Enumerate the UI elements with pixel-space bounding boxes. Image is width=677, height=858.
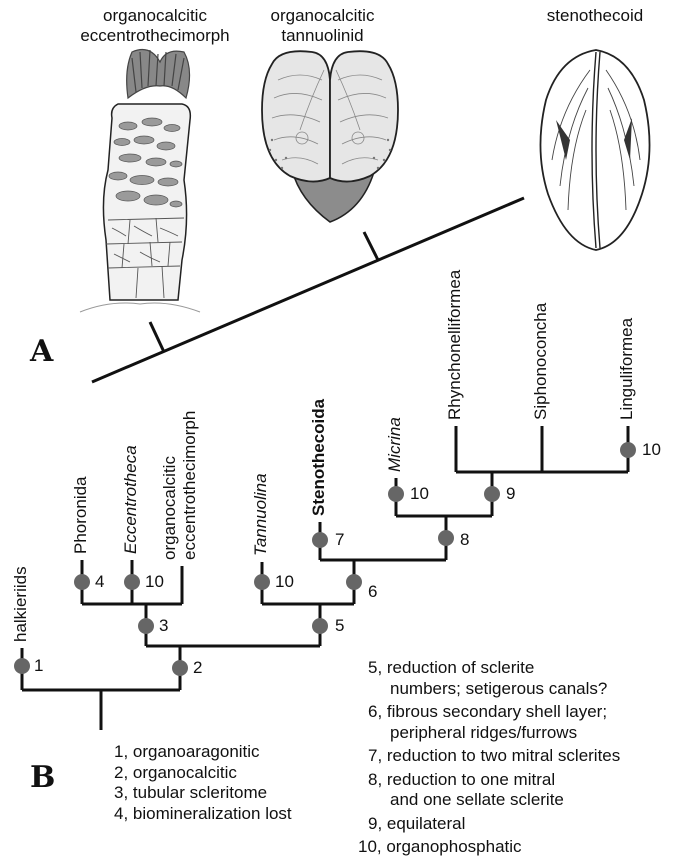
taxon-label-phoronida: Phoronida bbox=[71, 476, 91, 554]
taxon-label-stenothecoida: Stenothecoida bbox=[309, 399, 329, 516]
node-number-10: 10 bbox=[410, 484, 429, 504]
legend-item-3: 3, tubular scleritome bbox=[114, 783, 292, 804]
taxon-label-line: organocalcitic bbox=[160, 411, 180, 560]
taxon-label-eccentrotheca: Eccentrotheca bbox=[121, 445, 141, 554]
taxon-label-linguliformea: Linguliformea bbox=[617, 318, 637, 420]
legend-item-5: 5, reduction of sclerite numbers; setige… bbox=[368, 658, 620, 699]
node-marker-4 bbox=[74, 574, 90, 590]
node-marker-10-linguliformea bbox=[620, 442, 636, 458]
node-number-5: 5 bbox=[335, 616, 344, 636]
legend-left: 1, organoaragonitic 2, organocalcitic 3,… bbox=[114, 742, 292, 824]
taxon-label-halkieriids: halkieriids bbox=[11, 566, 31, 642]
node-marker-2 bbox=[172, 660, 188, 676]
node-marker-10-eccentrotheca bbox=[124, 574, 140, 590]
legend-line: 9, equilateral bbox=[368, 814, 620, 835]
node-number-10: 10 bbox=[275, 572, 294, 592]
legend-item-2: 2, organocalcitic bbox=[114, 763, 292, 784]
taxon-label-siphonoconcha: Siphonoconcha bbox=[531, 303, 551, 420]
node-marker-9 bbox=[484, 486, 500, 502]
node-marker-5 bbox=[312, 618, 328, 634]
legend-item-4: 4, biomineralization lost bbox=[114, 804, 292, 825]
legend-item-1: 1, organoaragonitic bbox=[114, 742, 292, 763]
node-number-7: 7 bbox=[335, 530, 344, 550]
panel-a-branch-eccentrothecimorph bbox=[150, 322, 164, 352]
node-number-3: 3 bbox=[159, 616, 168, 636]
taxon-label-tannuolina: Tannuolina bbox=[251, 473, 271, 556]
legend-line: 7, reduction to two mitral sclerites bbox=[368, 746, 620, 767]
panel-label-a: A bbox=[30, 336, 53, 368]
legend-line: 6, fibrous secondary shell layer; bbox=[368, 702, 620, 723]
node-number-2: 2 bbox=[193, 658, 202, 678]
legend-line: numbers; setigerous canals? bbox=[368, 679, 620, 700]
legend-line: 8, reduction to one mitral bbox=[368, 770, 620, 791]
node-marker-6 bbox=[346, 574, 362, 590]
node-number-10: 10 bbox=[642, 440, 661, 460]
taxon-label-micrina: Micrina bbox=[385, 417, 405, 472]
node-marker-7 bbox=[312, 532, 328, 548]
legend-line: 5, reduction of sclerite bbox=[368, 658, 620, 679]
legend-line: and one sellate sclerite bbox=[368, 790, 620, 811]
legend-right: 5, reduction of sclerite numbers; setige… bbox=[368, 658, 620, 858]
panel-a-branch-tannuolinid bbox=[364, 232, 378, 260]
legend-item-10: 10, organophosphatic bbox=[358, 837, 620, 858]
legend-item-6: 6, fibrous secondary shell layer; periph… bbox=[368, 702, 620, 743]
node-number-9: 9 bbox=[506, 484, 515, 504]
legend-line: 10, organophosphatic bbox=[358, 837, 620, 858]
taxon-label-organocalcitic: organocalcitic eccentrothecimorph bbox=[160, 411, 200, 560]
node-number-6: 6 bbox=[368, 582, 377, 602]
taxon-label-rhynchonelliformea: Rhynchonelliformea bbox=[445, 270, 465, 420]
node-number-8: 8 bbox=[460, 530, 469, 550]
node-number-1: 1 bbox=[34, 656, 43, 676]
node-marker-3 bbox=[138, 618, 154, 634]
taxon-label-line: eccentrothecimorph bbox=[180, 411, 200, 560]
node-marker-10-tannuolina bbox=[254, 574, 270, 590]
node-number-4: 4 bbox=[95, 572, 104, 592]
eccentrothecimorph-fossil-drawing bbox=[80, 50, 200, 312]
stenothecoid-shell-drawing bbox=[540, 50, 649, 250]
legend-item-7: 7, reduction to two mitral sclerites bbox=[368, 746, 620, 767]
legend-item-8: 8, reduction to one mitral and one sella… bbox=[368, 770, 620, 811]
tannuolinid-fossil-drawing bbox=[262, 51, 398, 222]
node-marker-10-micrina bbox=[388, 486, 404, 502]
panel-label-b: B bbox=[30, 762, 55, 794]
node-marker-1 bbox=[14, 658, 30, 674]
legend-item-9: 9, equilateral bbox=[368, 814, 620, 835]
node-number-10: 10 bbox=[145, 572, 164, 592]
legend-line: peripheral ridges/furrows bbox=[368, 723, 620, 744]
node-marker-8 bbox=[438, 530, 454, 546]
